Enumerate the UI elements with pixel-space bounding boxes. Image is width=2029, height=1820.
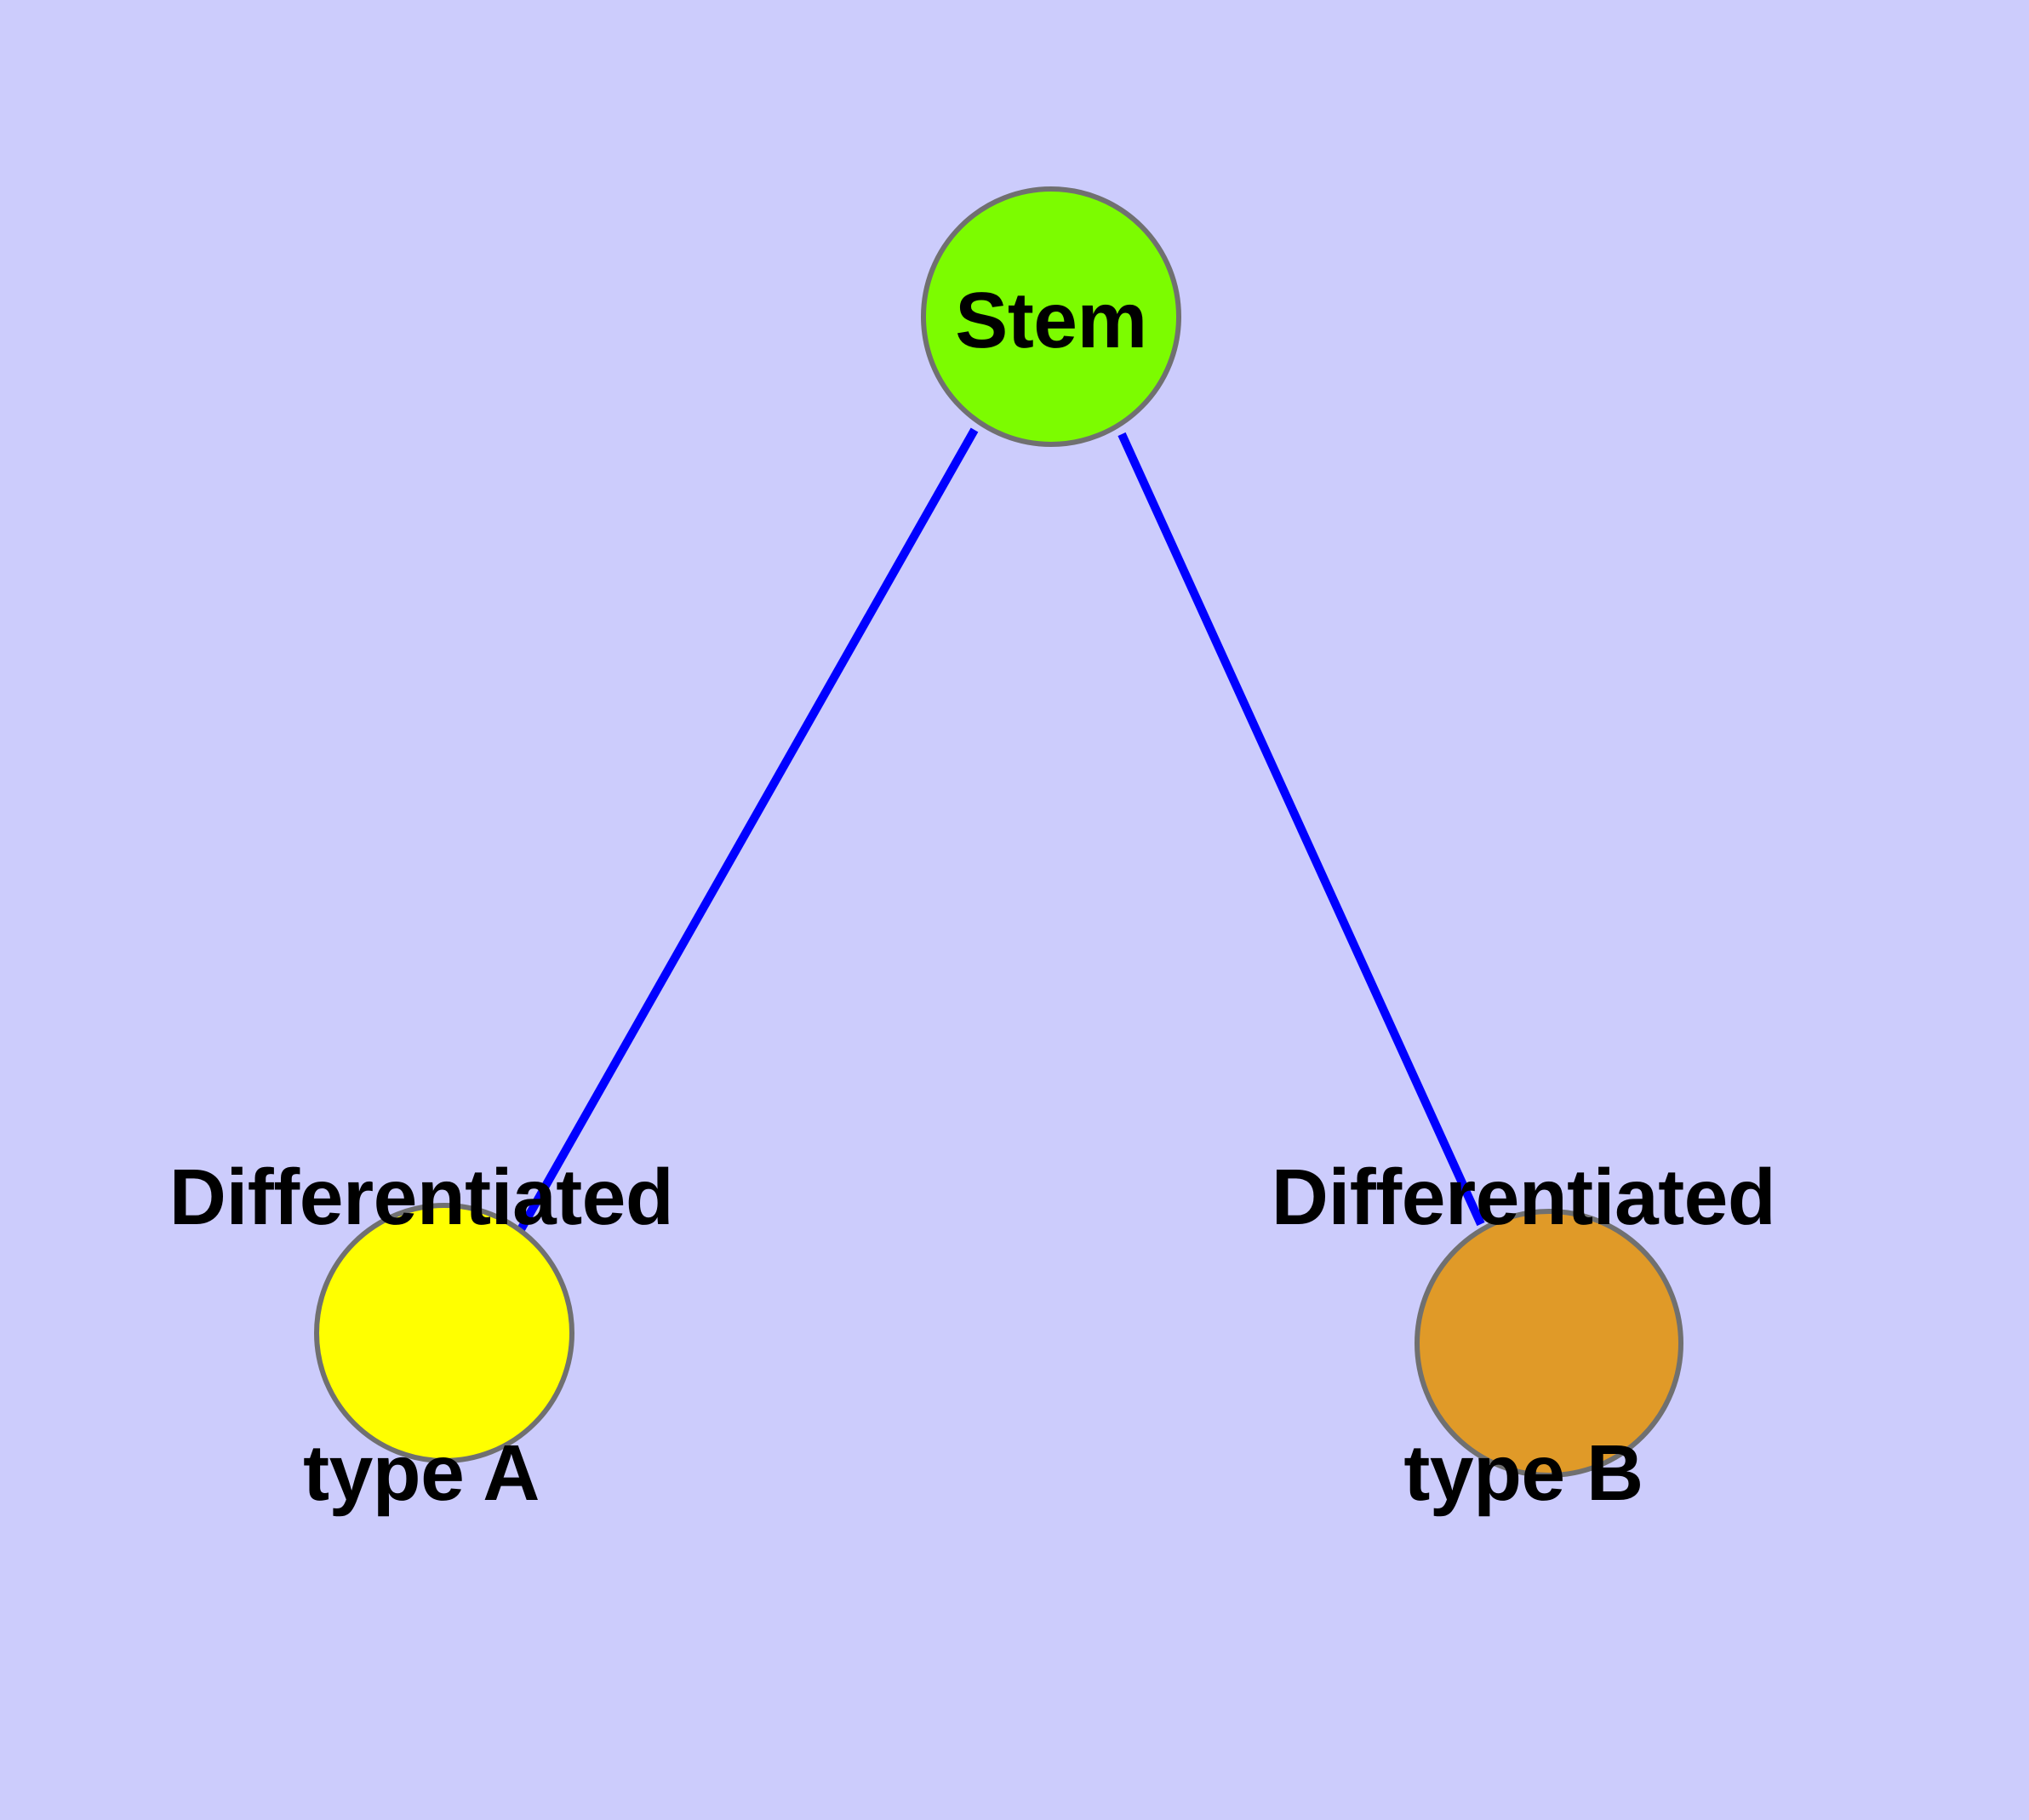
edge-stem-to-diff-a[interactable] bbox=[516, 427, 979, 1233]
edge-layer bbox=[516, 427, 1485, 1233]
node-layer bbox=[314, 186, 1683, 1478]
edge-stem-to-diff-b[interactable] bbox=[1117, 432, 1485, 1227]
node-differentiated-type-a[interactable] bbox=[314, 1203, 574, 1463]
node-differentiated-type-b[interactable] bbox=[1415, 1209, 1683, 1478]
node-stem[interactable] bbox=[921, 186, 1181, 447]
